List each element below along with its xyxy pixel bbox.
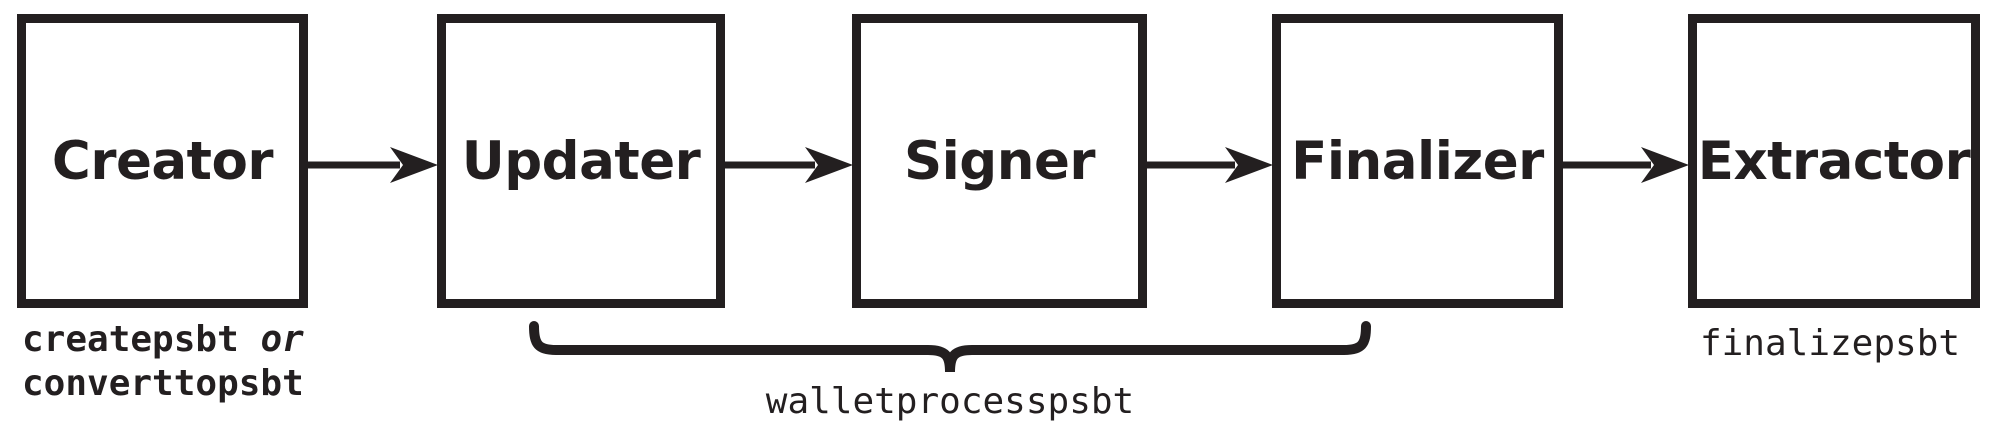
annotation-finalizepsbt: finalizepsbt [1660, 322, 2000, 366]
annotation-walletprocesspsbt-text: walletprocesspsbt [765, 381, 1135, 422]
stage-box-creator: Creator [17, 14, 308, 308]
annotation-creator-line1: createpsbt or [22, 318, 382, 362]
stage-label-updater: Updater [461, 130, 701, 192]
arrow-icon-signer-to-finalizer [1147, 147, 1273, 183]
stage-box-finalizer: Finalizer [1272, 14, 1563, 308]
annotation-converttopsbt: converttopsbt [22, 362, 304, 404]
annotation-creator-commands: createpsbt or converttopsbt [22, 318, 382, 406]
stage-box-extractor: Extractor [1688, 14, 1980, 308]
brace-icon-walletprocesspsbt [529, 321, 1371, 373]
stage-label-finalizer: Finalizer [1291, 130, 1544, 192]
annotation-or: or [260, 319, 304, 360]
arrow-icon-finalizer-to-extractor [1563, 147, 1689, 183]
stage-box-updater: Updater [437, 14, 725, 308]
annotation-walletprocesspsbt: walletprocesspsbt [750, 380, 1150, 424]
arrow-icon-updater-to-signer [725, 147, 853, 183]
arrow-icon-creator-to-updater [308, 147, 438, 183]
stage-label-extractor: Extractor [1697, 130, 1971, 192]
stage-label-creator: Creator [51, 130, 274, 192]
stage-box-signer: Signer [852, 14, 1147, 308]
annotation-createpsbt: createpsbt [22, 319, 239, 360]
stage-label-signer: Signer [903, 130, 1096, 192]
annotation-finalizepsbt-text: finalizepsbt [1699, 323, 1961, 364]
